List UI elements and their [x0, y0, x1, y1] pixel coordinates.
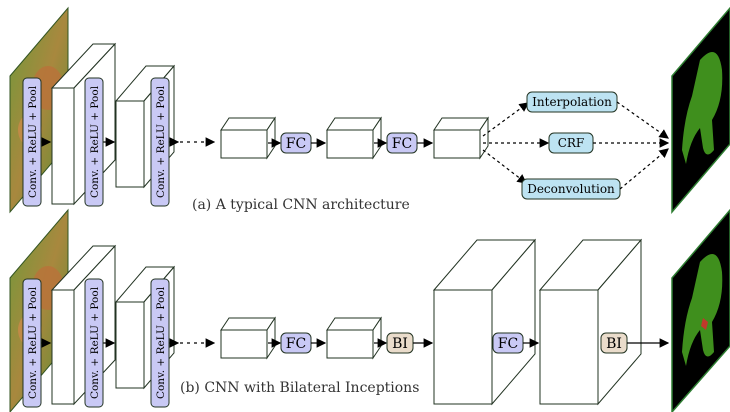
caption-b: (b) CNN with Bilateral Inceptions [180, 380, 419, 396]
fc-cube-a1 [220, 116, 276, 160]
svg-text:CRF: CRF [558, 136, 585, 150]
output-cube-a [433, 116, 489, 160]
svg-text:Conv. + ReLU + Pool: Conv. + ReLU + Pool [155, 286, 167, 399]
fc-box-b1: FC [280, 332, 312, 354]
row-a: Conv. + ReLU + Pool Conv. + ReLU + Pool … [9, 6, 730, 215]
svg-text:FC: FC [286, 336, 306, 352]
caption-a: (a) A typical CNN architecture [192, 197, 410, 213]
large-block-b2 [538, 238, 643, 406]
bi-box-b1: BI [386, 332, 414, 354]
fc-cube-b2 [326, 316, 382, 360]
segmentation-output-a [671, 6, 730, 215]
svg-text:Conv. + ReLU + Pool: Conv. + ReLU + Pool [89, 286, 101, 399]
conv-label-b1: Conv. + ReLU + Pool [22, 278, 42, 408]
fc-box-b2: FC [492, 332, 524, 354]
svg-text:Conv. + ReLU + Pool: Conv. + ReLU + Pool [27, 85, 39, 198]
svg-text:FC: FC [498, 336, 518, 352]
branch-interpolation: Interpolation [526, 91, 618, 113]
svg-text:FC: FC [286, 136, 306, 152]
svg-text:Conv. + ReLU + Pool: Conv. + ReLU + Pool [155, 85, 167, 198]
conv-label-a1: Conv. + ReLU + Pool [22, 77, 42, 207]
conv-label-b2: Conv. + ReLU + Pool [84, 278, 104, 408]
conv-label-b3: Conv. + ReLU + Pool [150, 278, 170, 408]
row-b: Conv. + ReLU + Pool Conv. + ReLU + Pool … [9, 208, 730, 412]
svg-text:Deconvolution: Deconvolution [527, 182, 615, 196]
large-block-b1 [432, 238, 537, 406]
conv-label-a2: Conv. + ReLU + Pool [84, 77, 104, 207]
svg-text:Interpolation: Interpolation [532, 95, 612, 109]
svg-text:Conv. + ReLU + Pool: Conv. + ReLU + Pool [89, 85, 101, 198]
fc-cube-b1 [220, 316, 276, 360]
fc-box-a2: FC [386, 132, 418, 154]
svg-text:BI: BI [392, 336, 408, 352]
svg-text:FC: FC [392, 136, 412, 152]
conv-label-a3: Conv. + ReLU + Pool [150, 77, 170, 207]
branch-crf: CRF [548, 132, 594, 154]
svg-text:Conv. + ReLU + Pool: Conv. + ReLU + Pool [27, 286, 39, 399]
fc-box-a1: FC [280, 132, 312, 154]
segmentation-output-b [671, 208, 730, 412]
branch-deconvolution: Deconvolution [521, 178, 621, 200]
fc-cube-a2 [326, 116, 382, 160]
bi-box-b2: BI [600, 332, 628, 354]
svg-text:BI: BI [606, 336, 622, 352]
